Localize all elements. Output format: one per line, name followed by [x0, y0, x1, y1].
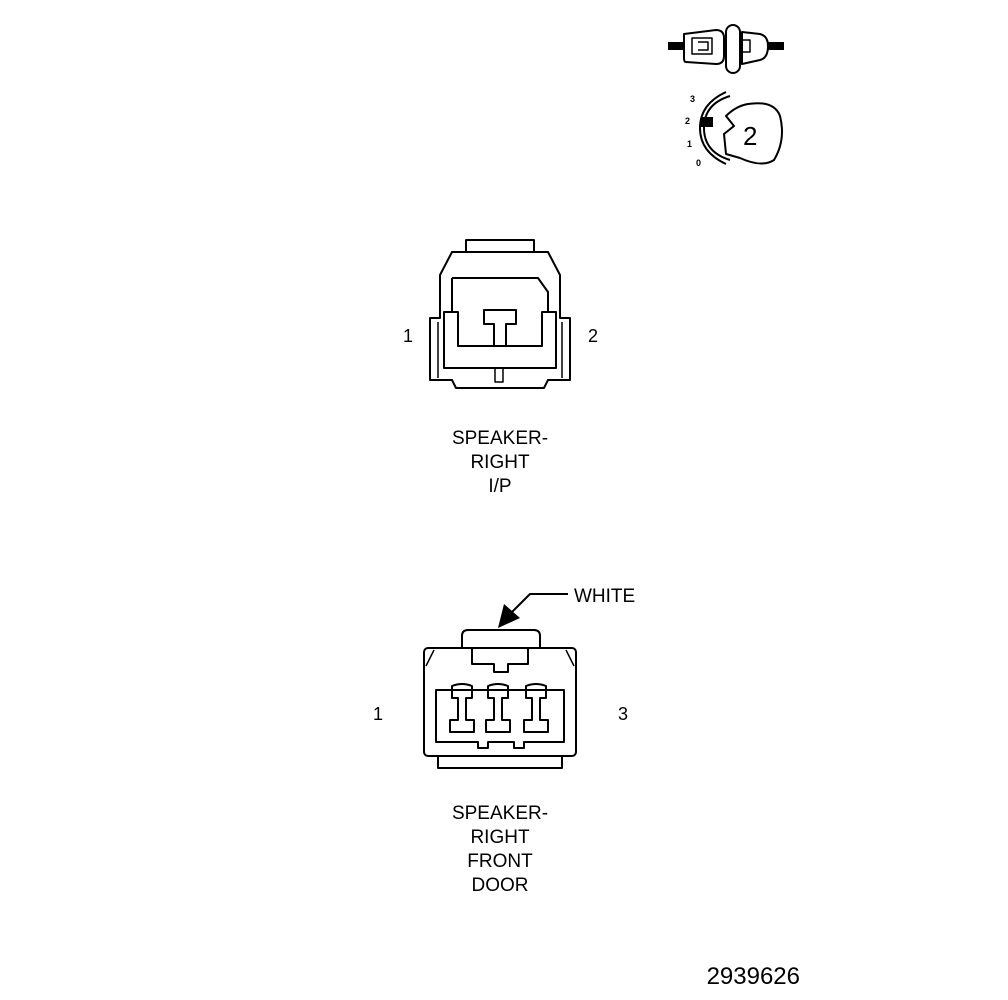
caption-line: SPEAKER-: [452, 803, 548, 824]
connector-ip-caption: SPEAKER- RIGHT I/P: [452, 428, 548, 497]
caption-line: DOOR: [472, 875, 529, 896]
gauge-value: 2: [743, 121, 757, 151]
figure-number: 2939626: [707, 963, 800, 990]
gauge-level-3: 3: [690, 94, 695, 104]
gauge-level-0: 0: [696, 158, 701, 168]
caption-line: RIGHT: [470, 827, 530, 848]
pin-label-2: 2: [588, 326, 598, 346]
caption-line: SPEAKER-: [452, 428, 548, 449]
gauge-level-1: 1: [687, 139, 692, 149]
color-callout: WHITE: [574, 586, 635, 607]
caption-line: I/P: [488, 476, 511, 497]
connector-pair-icon: [668, 24, 784, 74]
gauge-level-2: 2: [685, 116, 690, 126]
pin-count-gauge-icon: 3 2 1 0 2: [685, 91, 783, 168]
caption-line: FRONT: [467, 851, 533, 872]
connector-door-caption: SPEAKER- RIGHT FRONT DOOR: [452, 803, 548, 896]
pin-label-3: 3: [618, 704, 628, 724]
pin-label-1: 1: [373, 704, 383, 724]
caption-line: RIGHT: [470, 452, 530, 473]
pin-label-1: 1: [403, 326, 413, 346]
connector-speaker-right-ip: 1 2: [403, 239, 598, 389]
connector-speaker-right-front-door: WHITE 1 3: [373, 586, 635, 769]
